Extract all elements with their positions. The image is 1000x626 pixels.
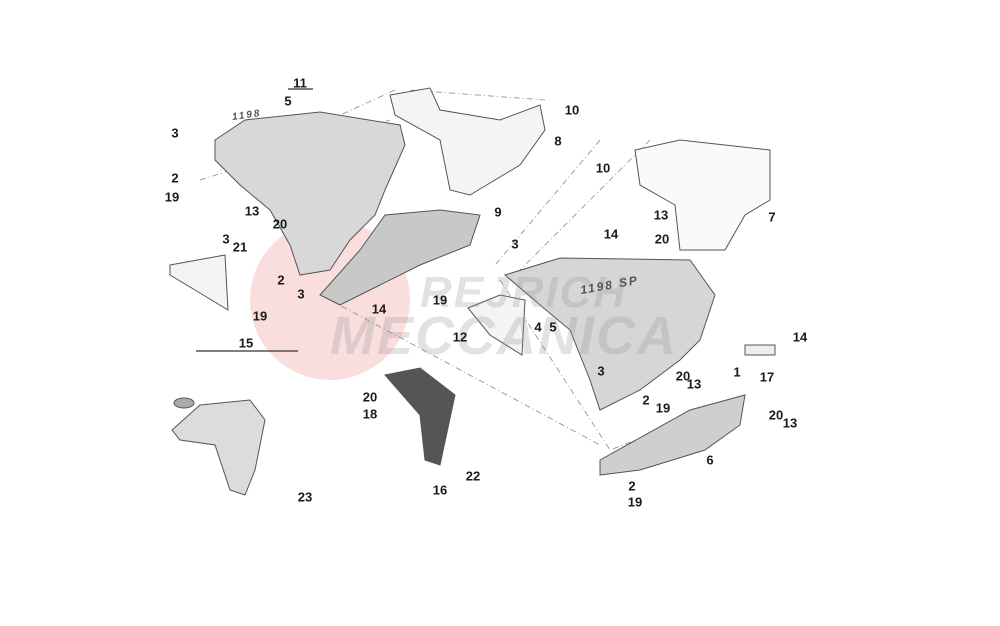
subframe-bracket-part-8: [389, 87, 546, 196]
watermark-line1: REJRICH: [420, 268, 628, 317]
callout-part-21[interactable]: 21: [232, 239, 248, 255]
side-plate-part-21: [169, 254, 229, 311]
callout-part-13[interactable]: 13: [686, 376, 702, 392]
callout-part-15[interactable]: 15: [238, 335, 254, 351]
tail-section-part-11: [214, 111, 406, 276]
bracket-part-12: [467, 294, 526, 356]
callout-part-20[interactable]: 20: [768, 407, 784, 423]
callout-part-3[interactable]: 3: [297, 286, 305, 302]
callout-part-8[interactable]: 8: [554, 133, 562, 149]
callout-part-19[interactable]: 19: [432, 292, 448, 308]
underline-markers: [196, 88, 313, 352]
callout-part-2[interactable]: 2: [628, 478, 636, 494]
callout-part-23[interactable]: 23: [297, 489, 313, 505]
callout-part-14[interactable]: 14: [603, 226, 619, 242]
callout-part-2[interactable]: 2: [277, 272, 285, 288]
callout-part-18[interactable]: 18: [362, 406, 378, 422]
belly-pan-part-6: [599, 394, 746, 476]
bracket-part-1: [744, 344, 776, 356]
callout-part-17[interactable]: 17: [759, 369, 775, 385]
callout-part-5[interactable]: 5: [284, 93, 292, 109]
callout-part-20[interactable]: 20: [272, 216, 288, 232]
callout-part-19[interactable]: 19: [627, 494, 643, 510]
callout-part-14[interactable]: 14: [792, 329, 808, 345]
undertray-part-9: [319, 209, 481, 306]
callout-part-3[interactable]: 3: [222, 231, 230, 247]
parts: [169, 87, 776, 496]
chain-guard-part-16: [384, 367, 456, 466]
side-fairing-part-4: [503, 257, 716, 411]
callout-part-20[interactable]: 20: [362, 389, 378, 405]
callout-part-6[interactable]: 6: [706, 452, 714, 468]
callout-part-13[interactable]: 13: [782, 415, 798, 431]
callout-part-11[interactable]: 11: [293, 75, 307, 91]
callout-part-13[interactable]: 13: [653, 207, 669, 223]
callout-part-3[interactable]: 3: [171, 125, 179, 141]
callout-part-20[interactable]: 20: [654, 231, 670, 247]
callout-part-16[interactable]: 16: [432, 482, 448, 498]
callout-part-7[interactable]: 7: [768, 209, 776, 225]
callout-part-14[interactable]: 14: [371, 301, 387, 317]
callout-part-19[interactable]: 19: [655, 400, 671, 416]
callout-part-12[interactable]: 12: [452, 329, 468, 345]
callout-part-4[interactable]: 4: [534, 319, 542, 335]
side-panel-part-7: [634, 139, 771, 251]
front-mudguard-part-15: [171, 399, 266, 496]
callout-part-9[interactable]: 9: [494, 204, 502, 220]
callout-part-1[interactable]: 1: [733, 364, 741, 380]
callout-part-10[interactable]: 10: [564, 102, 580, 118]
callout-part-5[interactable]: 5: [549, 319, 557, 335]
watermark-line2: MECCANICA: [330, 306, 678, 366]
callout-part-3[interactable]: 3: [597, 363, 605, 379]
callout-part-22[interactable]: 22: [465, 468, 481, 484]
callout-part-19[interactable]: 19: [164, 189, 180, 205]
callout-part-13[interactable]: 13: [244, 203, 260, 219]
callout-part-20[interactable]: 20: [675, 368, 691, 384]
callout-part-2[interactable]: 2: [642, 392, 650, 408]
callout-part-3[interactable]: 3: [511, 236, 519, 252]
callout-part-19[interactable]: 19: [252, 308, 268, 324]
callout-part-10[interactable]: 10: [595, 160, 611, 176]
callout-part-2[interactable]: 2: [171, 170, 179, 186]
mirror-part: [173, 397, 195, 409]
